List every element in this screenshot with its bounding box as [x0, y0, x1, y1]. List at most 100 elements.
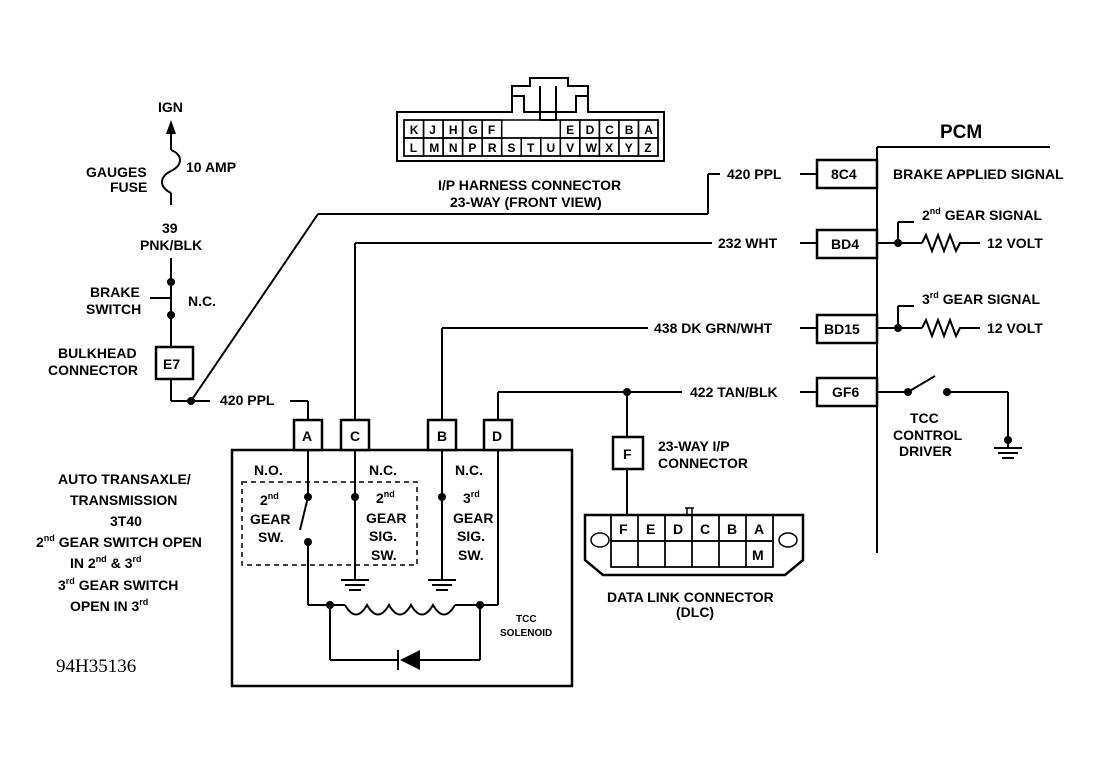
- brake-switch-line2: SWITCH: [86, 301, 141, 317]
- switch-group-dashed: [241, 481, 418, 566]
- desc-line5-sup2: rd: [132, 554, 141, 564]
- ip-conn-f-pin: F: [623, 446, 632, 462]
- ip-conn-f-line2: CONNECTOR: [658, 455, 748, 471]
- resistor-3rd-icon: [921, 317, 980, 339]
- sig2-sup: nd: [384, 489, 395, 499]
- dlc-pin: E: [646, 521, 655, 537]
- dlc-title-line1: DATA LINK CONNECTOR: [607, 589, 774, 605]
- ip-harness-top-pin: F: [488, 123, 495, 137]
- pcm-terminal-8c4: 8C4: [831, 166, 857, 182]
- gear2-sup: nd: [930, 206, 941, 216]
- ip-harness-top-pin: A: [644, 123, 653, 137]
- desc-line4-ord: 2: [36, 534, 44, 550]
- brake-switch-state: N.C.: [188, 293, 216, 309]
- ip-conn-f-line1: 23-WAY I/P: [658, 438, 730, 454]
- figure-id: 94H35136: [56, 656, 136, 677]
- diode-icon: [400, 650, 420, 670]
- tcc-driver-line1: TCC: [910, 410, 939, 426]
- svg-text:3rd: 3rd: [463, 489, 480, 506]
- ground-gear2-icon: [341, 579, 369, 591]
- desc-line7-a: OPEN IN 3: [70, 598, 139, 614]
- svg-text:2nd: 2nd: [376, 489, 395, 506]
- sw2-ordinal: 2: [260, 492, 268, 508]
- dlc-bottom-cell: [745, 540, 774, 568]
- ip-harness-bottom-pin: L: [410, 141, 417, 155]
- desc-line5-sup1: nd: [96, 554, 107, 564]
- volt-a-label: 12 VOLT: [987, 235, 1043, 251]
- ip-harness-top-pin: H: [449, 123, 458, 137]
- ip-harness-bottom-pin: X: [605, 141, 613, 155]
- trans-pin-b: B: [437, 428, 447, 444]
- brake-applied-signal-label: BRAKE APPLIED SIGNAL: [893, 166, 1064, 182]
- desc-line1: AUTO TRANSAXLE/: [58, 471, 191, 487]
- desc-line6-ord: 3: [58, 577, 66, 593]
- desc-line2: TRANSMISSION: [70, 492, 177, 508]
- svg-text:OPEN IN 3rd: OPEN IN 3rd: [70, 597, 148, 614]
- desc-line4-sup: nd: [44, 533, 55, 543]
- sw2-sup: nd: [268, 491, 279, 501]
- signal-wires: 420 PPL 232 WHT 438 DK GRN/WHT 422 TAN/B…: [190, 166, 817, 437]
- ip-harness-bottom-pin: N: [449, 141, 458, 155]
- trans-pin-c: C: [350, 428, 360, 444]
- bulkhead-line1: BULKHEAD: [58, 345, 137, 361]
- ip-harness-bottom-pin: Z: [644, 141, 651, 155]
- ip-harness-top-pin: C: [605, 123, 614, 137]
- dlc-bottom-cell: [718, 540, 747, 568]
- ip-harness-top-pin: B: [625, 123, 634, 137]
- ip-harness-bottom-pin: R: [488, 141, 497, 155]
- pcm-terminal-bd4: BD4: [831, 236, 859, 252]
- wire-232-label: 232 WHT: [718, 235, 778, 251]
- sig3-ordinal: 3: [463, 490, 471, 506]
- wire-420-top-label: 420 PPL: [727, 166, 782, 182]
- ip-harness-bottom-pin: T: [527, 141, 535, 155]
- sw2-line3: SW.: [258, 529, 284, 545]
- sig2-line4: SW.: [371, 547, 397, 563]
- gear3-signal-label: GEAR SIGNAL: [943, 291, 1041, 307]
- dlc-pin: D: [673, 521, 683, 537]
- dlc-bottom-cell: [610, 540, 639, 568]
- ip-harness-bottom-pin: P: [468, 141, 476, 155]
- pcm-terminal-bd15: BD15: [824, 321, 860, 337]
- resistor-2nd-icon: [921, 232, 980, 254]
- ip-harness-bottom-pin: W: [586, 141, 598, 155]
- dlc-pin: A: [754, 521, 764, 537]
- trans-pin-d: D: [492, 428, 502, 444]
- dlc-right-hole: [778, 532, 798, 548]
- gear3-sup: rd: [930, 290, 939, 300]
- tcc-driver-line3: DRIVER: [899, 443, 952, 459]
- bulkhead-connector-box: [154, 345, 195, 381]
- gear2-switch-blade: [299, 496, 309, 531]
- dlc-title-line2: (DLC): [676, 604, 714, 620]
- ip-harness-top-pin: K: [410, 123, 419, 137]
- dlc-bottom-cell: [691, 540, 720, 568]
- ip-harness-top-pin: J: [429, 123, 436, 137]
- sig3-line4: SW.: [458, 547, 484, 563]
- ip-harness-bottom-pin: Y: [625, 141, 633, 155]
- desc-line6-sup: rd: [66, 576, 75, 586]
- ign-arrow-icon: [166, 120, 176, 134]
- ip-harness-bottom-pin: V: [566, 141, 574, 155]
- tcc-driver-line2: CONTROL: [893, 427, 963, 443]
- fuse-name-line2: FUSE: [110, 179, 147, 195]
- fuse-name-line1: GAUGES: [86, 164, 147, 180]
- transaxle-box: [230, 448, 574, 688]
- dlc-pin: C: [700, 521, 710, 537]
- dlc-pin: B: [727, 521, 737, 537]
- wire-438-label: 438 DK GRN/WHT: [654, 320, 773, 336]
- fuse-icon: [161, 149, 181, 194]
- pcm-terminal-gf6: GF6: [832, 384, 859, 400]
- state-a-label: N.O.: [254, 462, 283, 478]
- gear2-signal-label: GEAR SIGNAL: [945, 207, 1043, 223]
- transaxle-section: A C B D N.O. N.C. N.C. 2nd GEAR SW. 2nd …: [230, 418, 574, 688]
- sw2-line2: GEAR: [250, 511, 290, 527]
- wire-422-label: 422 TAN/BLK: [690, 384, 778, 400]
- sig2-line3: SIG.: [369, 528, 397, 544]
- ip-harness-bottom-pin: S: [507, 141, 515, 155]
- bulkhead-line2: CONNECTOR: [48, 362, 138, 378]
- desc-line7-sup: rd: [139, 597, 148, 607]
